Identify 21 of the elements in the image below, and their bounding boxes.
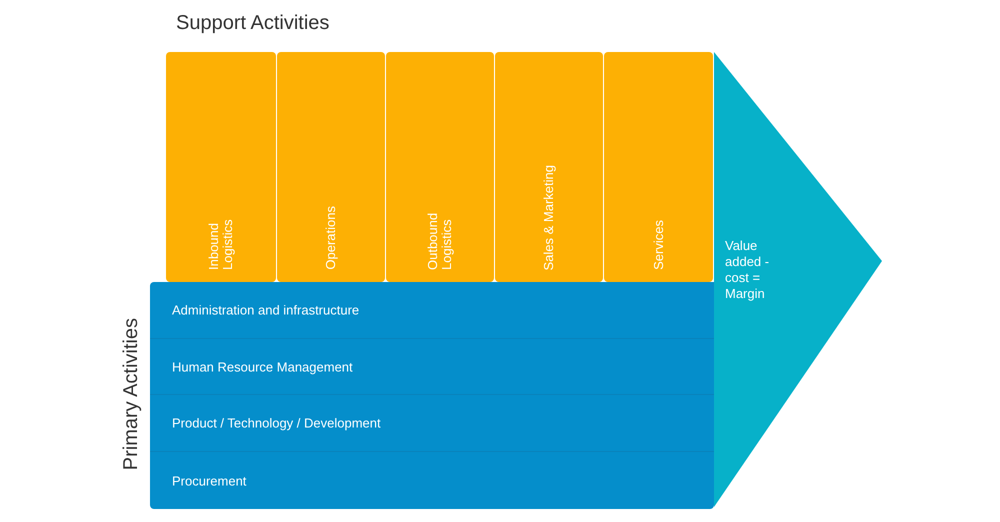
activity-label: Inbound Logistics <box>207 218 235 270</box>
primary-activity-band <box>150 338 714 394</box>
activity-label: Administration and infrastructure <box>172 302 360 318</box>
support-activity-column <box>386 52 494 282</box>
support-activity-column <box>277 52 385 282</box>
activity-label: Product / Technology / Development <box>172 416 381 430</box>
primary-activity-band <box>150 394 714 451</box>
activity-label: Human Resource Management <box>172 359 353 374</box>
section-heading: Support Activities <box>176 12 330 35</box>
margin-label: Value added - cost = Margin <box>725 238 770 302</box>
activity-label: Operations <box>324 206 338 270</box>
activity-label: Outbound Logistics <box>426 212 454 270</box>
activity-label: Sales & Marketing <box>542 164 556 270</box>
activity-label: Procurement <box>172 473 246 488</box>
support-activity-column <box>604 52 713 282</box>
primary-activity-band <box>150 282 714 338</box>
support-activity-column <box>495 52 603 282</box>
support-activity-column <box>166 52 276 282</box>
section-heading: Primary Activities <box>120 318 143 470</box>
primary-activity-band <box>150 451 714 509</box>
activity-label: Services <box>652 220 666 270</box>
